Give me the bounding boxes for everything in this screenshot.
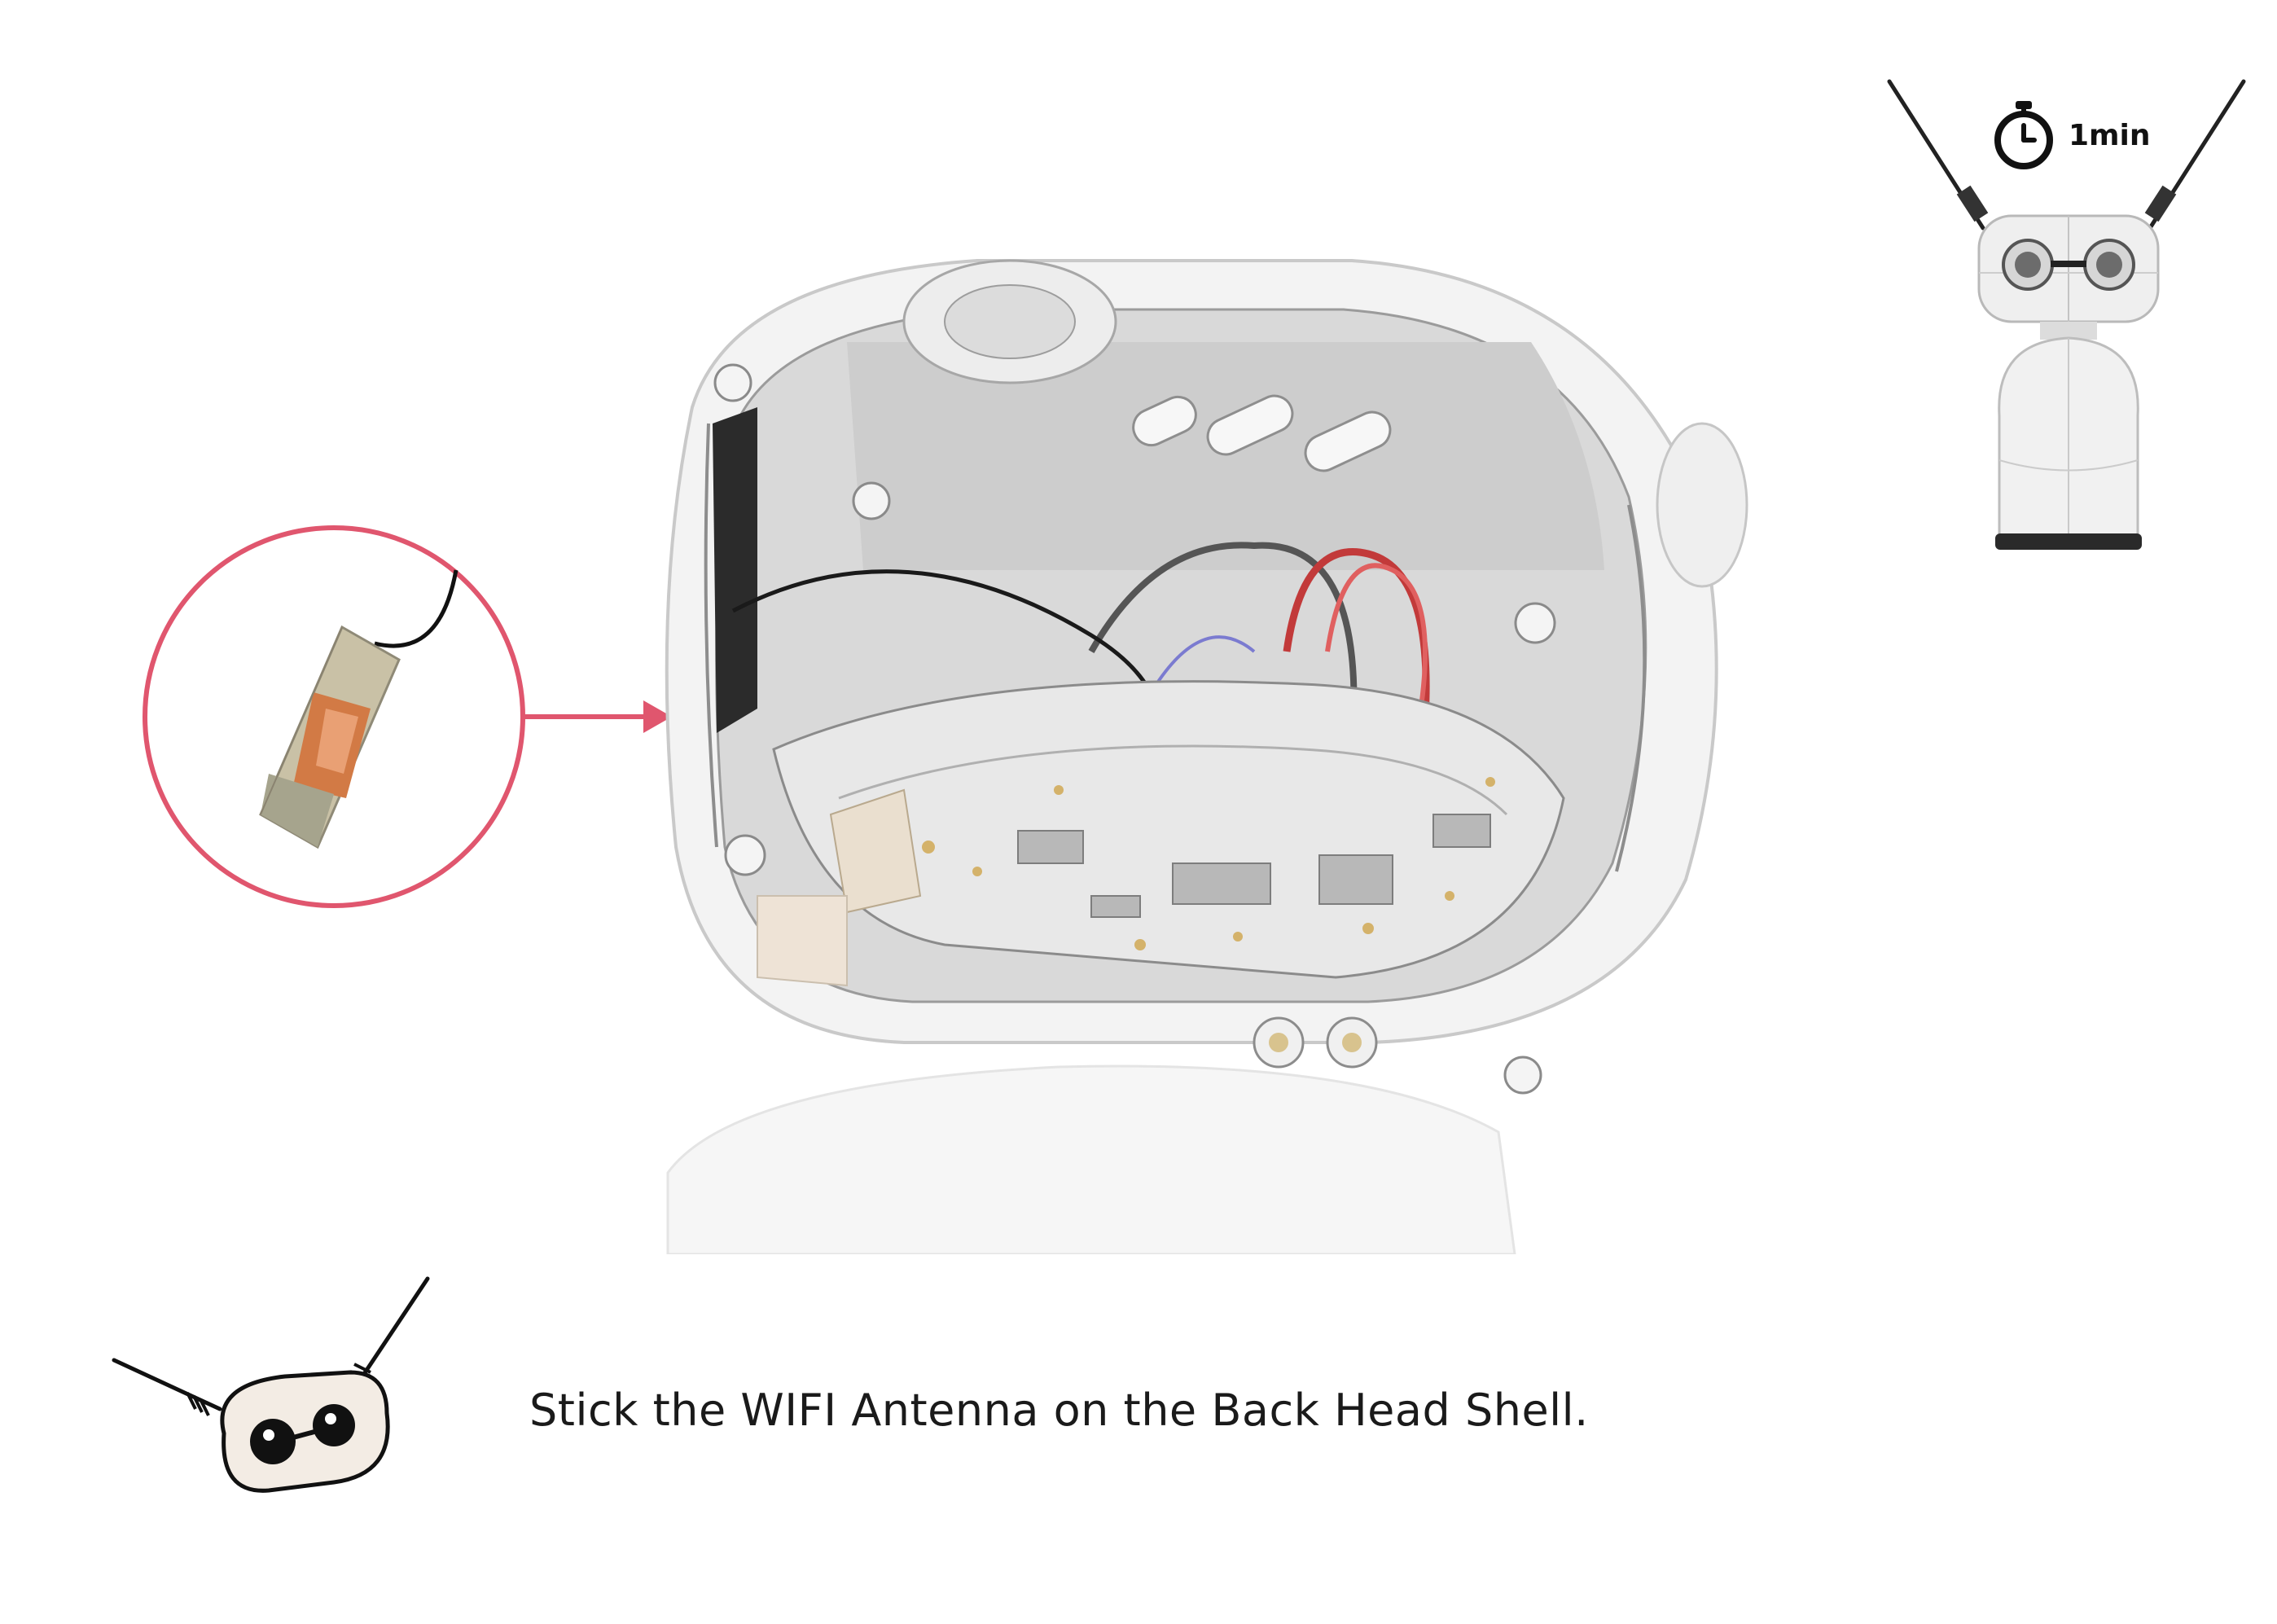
callout-arrow — [521, 692, 676, 741]
head-shell-illustration — [635, 228, 1751, 1254]
stopwatch-icon — [1987, 98, 2060, 171]
robot-thumbnail — [1873, 73, 2256, 562]
robot-mascot-icon — [106, 1271, 448, 1515]
antenna-detail-callout — [138, 521, 529, 912]
duration-label: 1min — [2069, 119, 2151, 152]
step-instruction: Stick the WIFI Antenna on the Back Head … — [529, 1385, 1589, 1436]
robot-thumbnail-illustration — [1887, 79, 2246, 550]
